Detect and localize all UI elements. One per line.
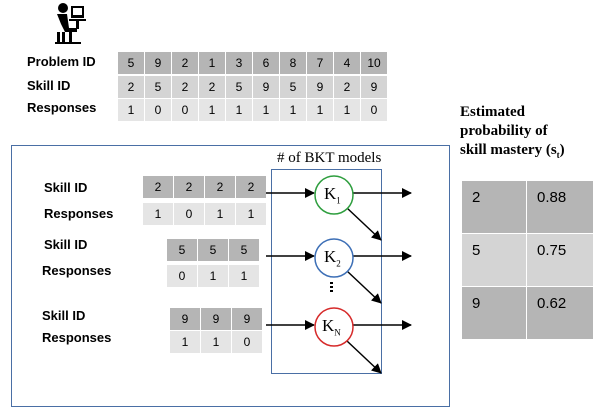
top-table-cell: 4 (334, 52, 360, 74)
group-response-cell: 0 (232, 331, 262, 353)
top-table-cell: 9 (361, 76, 387, 98)
top-table-cell: 1 (253, 99, 279, 121)
group-response-cell: 1 (170, 331, 200, 353)
top-table-cell: 5 (145, 76, 171, 98)
top-table-cell: 1 (334, 99, 360, 121)
bkt-models-panel (11, 145, 450, 407)
diag-arrow-1 (346, 207, 382, 241)
top-table-cell: 1 (280, 99, 306, 121)
top-table-cell: 1 (118, 99, 144, 121)
estimate-skill-cell: 9 (462, 287, 526, 339)
estimate-prob-cell: 0.62 (527, 287, 593, 339)
estimate-prob-cell: 0.88 (527, 181, 593, 233)
group-response-cell: 1 (201, 331, 231, 353)
top-table-cell: 8 (280, 52, 306, 74)
group-skill-cell: 5 (167, 239, 197, 261)
group2-skill-label: Skill ID (44, 237, 88, 252)
top-table-cell: 10 (361, 52, 387, 74)
models-title: # of BKT models (277, 150, 382, 166)
estimate-title: Estimated probability of skill mastery (… (460, 104, 565, 160)
top-table-cell: 2 (172, 52, 198, 74)
top-table-cell: 0 (145, 99, 171, 121)
models-box (271, 169, 382, 374)
group-skill-cell: 2 (174, 176, 204, 198)
top-table-cell: 1 (199, 52, 225, 74)
group1-responses-label: Responses (44, 206, 114, 221)
group-skill-cell: 9 (201, 308, 231, 330)
top-table-cell: 0 (172, 99, 198, 121)
group-response-cell: 1 (236, 203, 266, 225)
group-skill-cell: 5 (198, 239, 228, 261)
top-table-cell: 2 (334, 76, 360, 98)
model-kn-circle (314, 307, 354, 347)
diag-arrow-2 (346, 270, 382, 304)
model-k2-label: K2 (324, 247, 341, 269)
model-k1-label: K1 (324, 184, 341, 206)
diag-arrow-3 (346, 340, 382, 374)
model-k2-circle (314, 238, 354, 278)
top-table-cell: 5 (118, 52, 144, 74)
group-skill-cell: 2 (205, 176, 235, 198)
estimate-skill-cell: 2 (462, 181, 526, 233)
top-table-cell: 2 (172, 76, 198, 98)
top-table-cell: 9 (253, 76, 279, 98)
top-table-cell: 2 (118, 76, 144, 98)
group3-skill-label: Skill ID (42, 308, 86, 323)
top-table-cell: 6 (253, 52, 279, 74)
top-table-cell: 1 (199, 99, 225, 121)
group-response-cell: 1 (143, 203, 173, 225)
group-response-cell: 0 (167, 265, 197, 287)
skill-id-label: Skill ID (27, 78, 71, 93)
group2-responses-label: Responses (42, 263, 112, 278)
group-skill-cell: 9 (170, 308, 200, 330)
group-skill-cell: 5 (229, 239, 259, 261)
top-table-cell: 0 (361, 99, 387, 121)
group-skill-cell: 2 (143, 176, 173, 198)
ellipsis-dot (330, 286, 333, 288)
responses-label: Responses (27, 100, 97, 115)
top-table-cell: 1 (307, 99, 333, 121)
top-table-cell: 5 (280, 76, 306, 98)
group3-responses-label: Responses (42, 330, 112, 345)
student-computer-icon (55, 3, 86, 44)
group-response-cell: 1 (229, 265, 259, 287)
model-k1-circle (314, 175, 354, 215)
group-skill-cell: 2 (236, 176, 266, 198)
top-table-cell: 9 (145, 52, 171, 74)
top-table-cell: 3 (226, 52, 252, 74)
problem-id-label: Problem ID (27, 54, 96, 69)
group1-skill-label: Skill ID (44, 180, 88, 195)
estimate-prob-cell: 0.75 (527, 234, 593, 286)
top-table-cell: 2 (199, 76, 225, 98)
top-table-cell: 9 (307, 76, 333, 98)
top-table-cell: 7 (307, 52, 333, 74)
top-table-cell: 5 (226, 76, 252, 98)
top-table-cell: 1 (226, 99, 252, 121)
group-skill-cell: 9 (232, 308, 262, 330)
ellipsis-dot (330, 282, 333, 284)
estimate-skill-cell: 5 (462, 234, 526, 286)
group-response-cell: 0 (174, 203, 204, 225)
group-response-cell: 1 (198, 265, 228, 287)
model-kn-label: KN (322, 316, 341, 338)
group-response-cell: 1 (205, 203, 235, 225)
ellipsis-dot (330, 290, 333, 292)
